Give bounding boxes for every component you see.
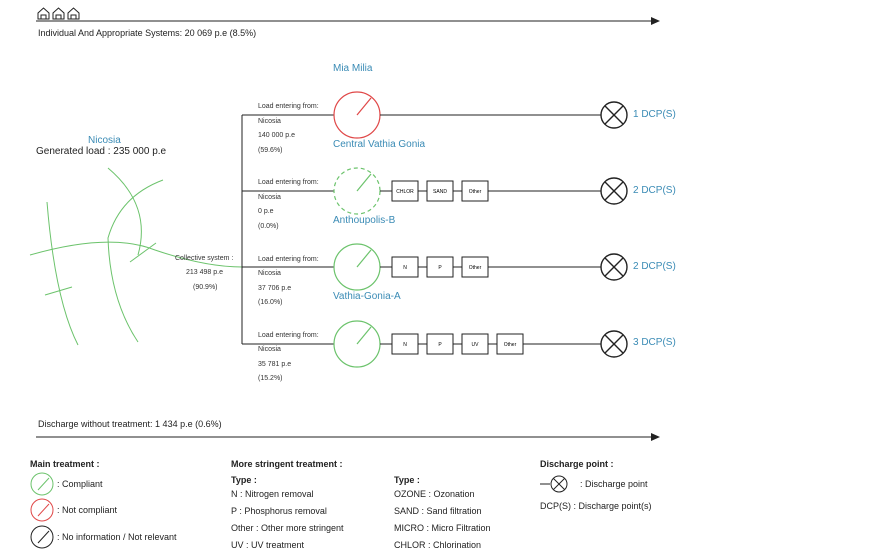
discharge-cross: [604, 257, 624, 277]
treatment-label: N: [403, 342, 407, 348]
legend-compliant-icon: [30, 472, 54, 496]
plant-load-title: Load entering from:: [258, 256, 319, 263]
plant-load-from: Nicosia: [258, 270, 281, 277]
legend-stringent-item: SAND : Sand filtration: [394, 506, 482, 516]
plant-load-from: Nicosia: [258, 118, 281, 125]
plant-needle: [356, 326, 372, 345]
plant-name[interactable]: Vathia-Gonia-A: [333, 291, 401, 302]
plant-load-pct: (15.2%): [258, 375, 283, 382]
source-city: Nicosia: [88, 135, 121, 146]
legend-stringent-item: N : Nitrogen removal: [231, 489, 314, 499]
houses-icon: [37, 7, 80, 20]
legend-type-label: Type :: [394, 475, 420, 485]
plant-load-from: Nicosia: [258, 346, 281, 353]
collective-title: Collective system :: [175, 255, 234, 262]
legend-shapes: [30, 472, 568, 549]
treatment-label: Other: [504, 342, 517, 348]
legend-stringent-item: UV : UV treatment: [231, 540, 305, 550]
discharge-point-icon: [600, 101, 628, 129]
plant-load-title: Load entering from:: [258, 332, 319, 339]
discharge-arrowhead: [651, 433, 660, 441]
treatment-label: P: [438, 342, 442, 348]
plant-needle: [356, 173, 372, 192]
individual-arrowhead: [651, 17, 660, 25]
legend-compliant: : Compliant: [57, 479, 103, 489]
plant-load-value: 140 000 p.e: [258, 132, 295, 139]
discharge-label: Discharge without treatment: 1 434 p.e (…: [38, 419, 222, 429]
treatment-label: Other: [469, 265, 482, 271]
treatment-label: N: [403, 265, 407, 271]
legend-type-label: Type :: [231, 475, 257, 485]
collective-value: 213 498 p.e: [186, 269, 223, 276]
legend-stringent-item: CHLOR : Chlorination: [394, 540, 482, 550]
legend-main-title: Main treatment :: [30, 459, 100, 469]
treatment-label: CHLOR: [396, 189, 414, 195]
individual-systems-label: Individual And Appropriate Systems: 20 0…: [38, 28, 257, 38]
river-network: [29, 167, 243, 346]
collective-pct: (90.9%): [193, 284, 218, 291]
legend-not-compliant: : Not compliant: [57, 505, 118, 515]
legend-discharge-point: : Discharge point: [580, 479, 648, 489]
plant-needle: [356, 249, 372, 268]
discharge-point-icon: [600, 330, 628, 358]
generated-load: Generated load : 235 000 p.e: [36, 146, 167, 157]
plant-dcp: 1 DCP(S): [633, 109, 676, 120]
treatment-label: Other: [469, 189, 482, 195]
treatment-label: P: [438, 265, 442, 271]
plant-load-title: Load entering from:: [258, 103, 319, 110]
discharge-cross: [604, 105, 624, 125]
legend-not-compliant-icon: [30, 498, 54, 522]
plant-load-value: 37 706 p.e: [258, 285, 292, 292]
plant-load-pct: (59.6%): [258, 147, 283, 154]
plant-top-label: Mia Milia: [333, 63, 373, 74]
plant-dcp: 2 DCP(S): [633, 185, 676, 196]
plant-load-pct: (0.0%): [258, 223, 279, 230]
plant-load-from: Nicosia: [258, 194, 281, 201]
discharge-point-icon: [600, 177, 628, 205]
treatment-label: SAND: [433, 189, 447, 195]
plant-load-value: 35 781 p.e: [258, 361, 292, 368]
plant-dcp: 3 DCP(S): [633, 337, 676, 348]
discharge-cross: [604, 181, 624, 201]
legend-dcps: DCP(S) : Discharge point(s): [540, 501, 652, 511]
plant-name[interactable]: Central Vathia Gonia: [333, 139, 426, 150]
legend-stringent-item: Other : Other more stringent: [231, 523, 344, 533]
legend-stringent-item: OZONE : Ozonation: [394, 489, 475, 499]
plant-dcp: 2 DCP(S): [633, 261, 676, 272]
legend-stringent-item: P : Phosphorus removal: [231, 506, 327, 516]
legend-no-info-icon: [30, 525, 54, 549]
legend-stringent-item: MICRO : Micro Filtration: [394, 523, 491, 533]
legend-discharge-title: Discharge point :: [540, 459, 614, 469]
plant-load-pct: (16.0%): [258, 299, 283, 306]
legend-no-info: : No information / Not relevant: [57, 532, 177, 542]
plant-load-value: 0 p.e: [258, 208, 274, 215]
plant-needle: [356, 97, 372, 116]
plant-load-title: Load entering from:: [258, 179, 319, 186]
legend-discharge-icon: [550, 475, 568, 493]
discharge-point-icon: [600, 253, 628, 281]
legend-stringent-title: More stringent treatment :: [231, 459, 343, 469]
treatment-label: UV: [472, 342, 480, 348]
discharge-cross: [604, 334, 624, 354]
plant-name[interactable]: Anthoupolis-B: [333, 215, 396, 226]
